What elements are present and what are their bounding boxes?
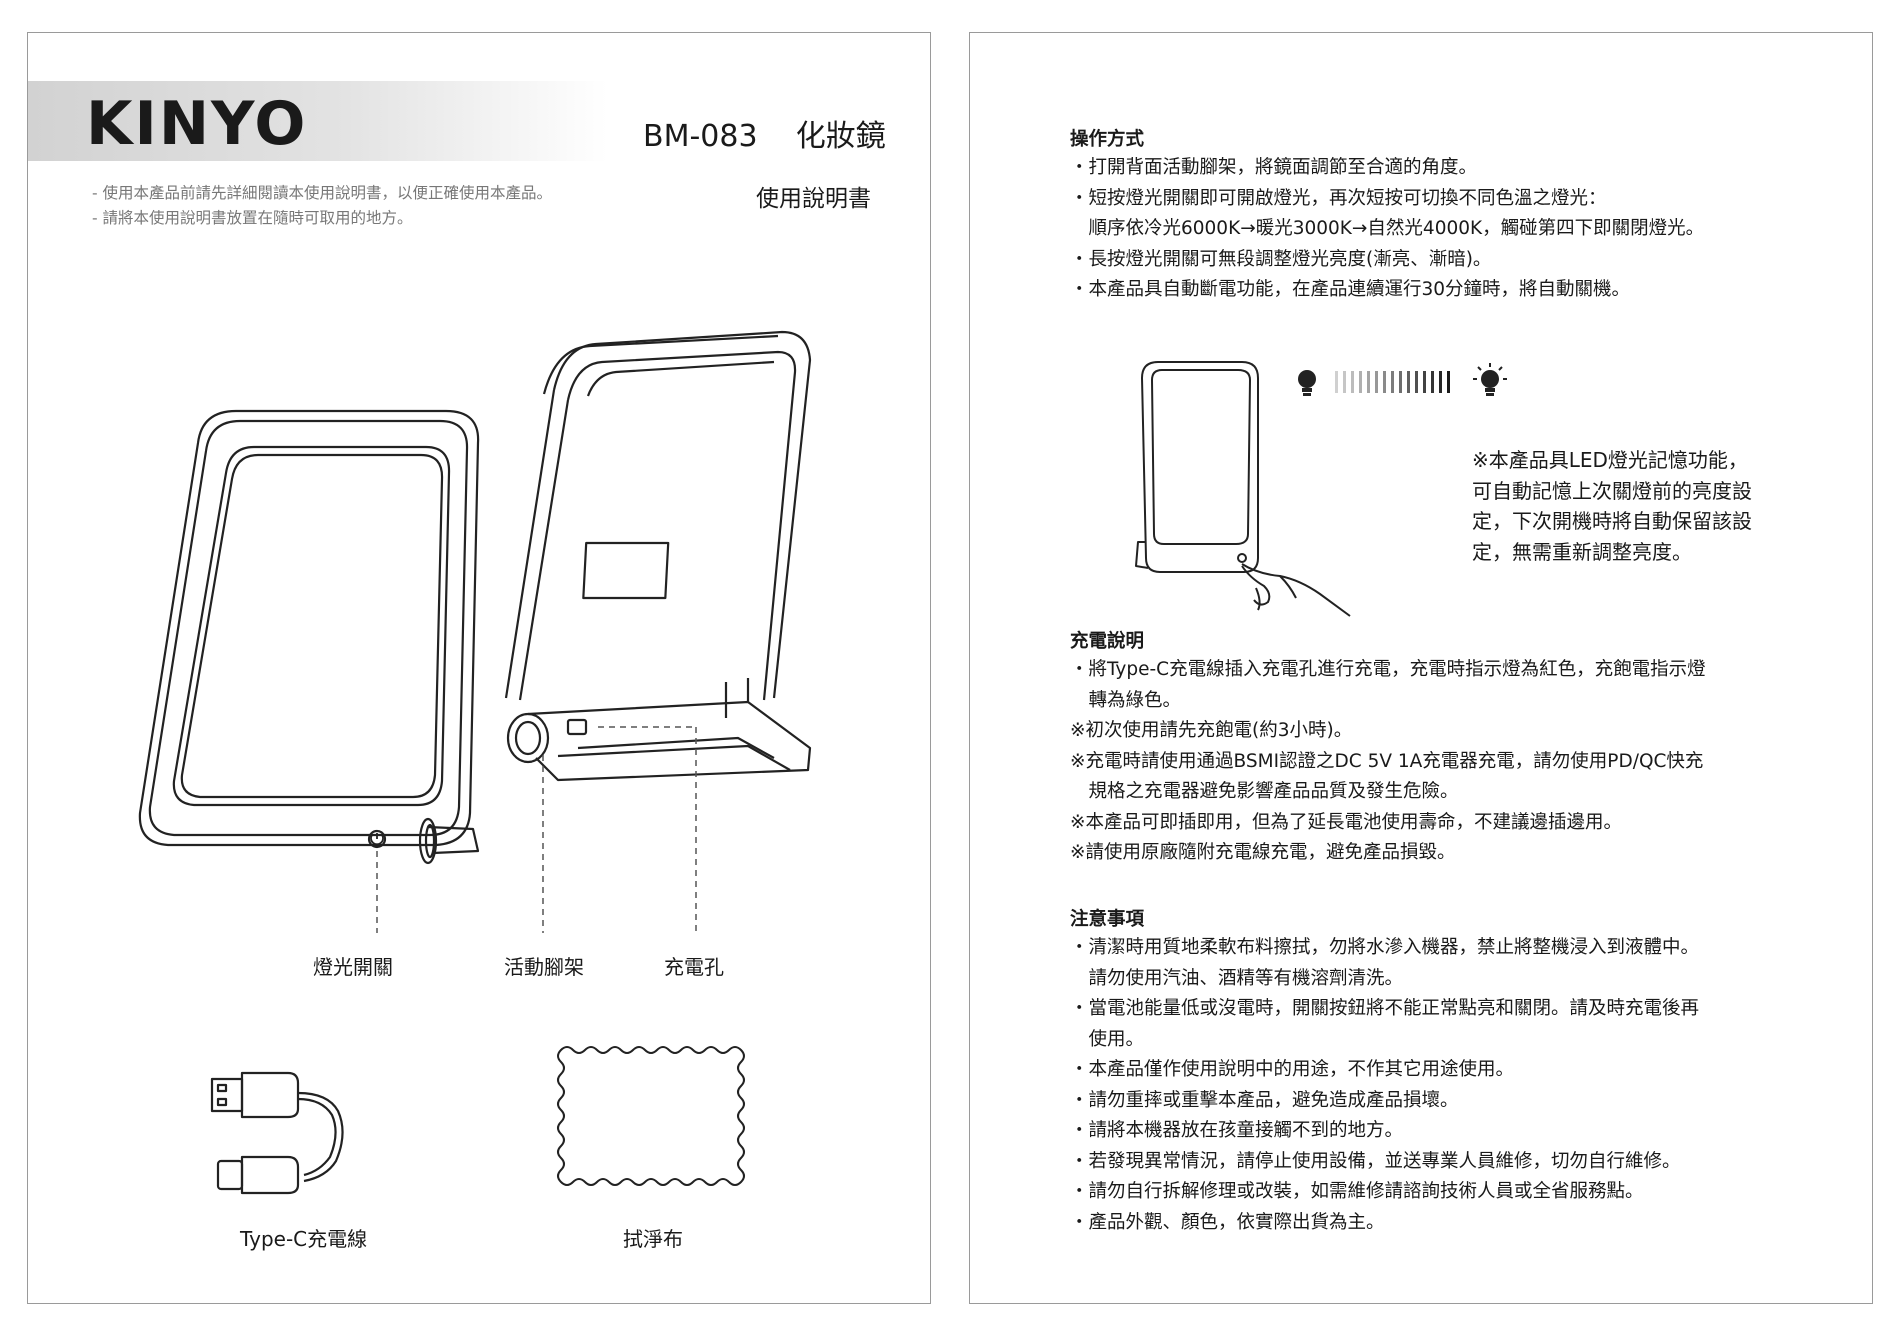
operation-line: ・打開背面活動腳架，將鏡面調節至合適的角度。 <box>1070 157 1478 178</box>
cautions-list: ・清潔時用質地柔軟布料擦拭，勿將水滲入機器，禁止將整機浸入到液體中。 請勿使用汽… <box>1070 933 1810 1238</box>
type-c-cable-illustration <box>210 1071 344 1195</box>
touch-switch-illustration <box>1135 361 1351 617</box>
charging-line: ※初次使用請先充飽電(約3小時)。 <box>1070 720 1353 741</box>
brightness-scale <box>1335 371 1450 393</box>
charging-line: 規格之充電器避免影響產品品質及發生危險。 <box>1070 781 1459 802</box>
memory-note-line: ※本產品具LED燈光記憶功能， <box>1472 448 1748 472</box>
memory-note-line: 可自動記憶上次關燈前的亮度設 <box>1472 478 1752 503</box>
mirror-back-illustration <box>504 330 812 782</box>
manual-label: 使用說明書 <box>756 186 871 212</box>
bright-bulb-icon <box>1473 363 1507 396</box>
charge-port-label: 充電孔 <box>664 955 724 979</box>
model-title: BM-083 化妝鏡 <box>643 111 886 155</box>
note-line: - 請將本使用說明書放置在隨時可取用的地方。 <box>92 209 413 227</box>
caution-line: 請勿使用汽油、酒精等有機溶劑清洗。 <box>1070 967 1404 989</box>
caution-line: ・清潔時用質地柔軟布料擦拭，勿將水滲入機器，禁止將整機浸入到液體中。 <box>1070 937 1700 958</box>
left-page: KINYO BM-083 化妝鏡 使用說明書 - 使用本產品前請先詳細閱讀本使用… <box>27 32 931 1304</box>
cable-label: Type-C充電線 <box>240 1227 368 1251</box>
operation-line: 順序依冷光6000K→暖光3000K→自然光4000K，觸碰第四下即關閉燈光。 <box>1070 218 1705 239</box>
cloth-label: 拭淨布 <box>623 1227 683 1251</box>
caution-line: ・請勿自行拆解修理或改裝，如需維修請諮詢技術人員或全省服務點。 <box>1070 1181 1644 1202</box>
operation-line: ・長按燈光開關可無段調整燈光亮度(漸亮、漸暗)。 <box>1070 248 1492 270</box>
caution-line: ・請勿重摔或重擊本產品，避免造成產品損壞。 <box>1070 1089 1459 1111</box>
operation-title: 操作方式 <box>1070 129 1145 150</box>
charging-line: ・將Type-C充電線插入充電孔進行充電，充電時指示燈為紅色，充飽電指示燈 <box>1070 659 1706 680</box>
dim-bulb-icon <box>1298 370 1316 396</box>
model-number: BM-083 <box>643 119 758 154</box>
caution-line: ・本產品僅作使用說明中的用途，不作其它用途使用。 <box>1070 1059 1515 1080</box>
operation-line: ・短按燈光開關即可開啟燈光，再次短按可切換不同色溫之燈光： <box>1070 187 1607 209</box>
memory-note-line: 定，下次開機時將自動保留該設 <box>1472 509 1752 533</box>
charging-line: ※請使用原廠隨附充電線充電，避免產品損毀。 <box>1070 842 1456 863</box>
stand-label: 活動腳架 <box>504 955 584 979</box>
caution-line: ・當電池能量低或沒電時，開關按鈕將不能正常點亮和關閉。請及時充電後再 <box>1070 998 1700 1019</box>
light-switch-label: 燈光開關 <box>313 955 393 979</box>
cautions-title: 注意事項 <box>1070 909 1145 930</box>
brand-logo: KINYO <box>86 89 308 159</box>
memory-note-line: 定，無需重新調整亮度。 <box>1472 539 1692 564</box>
brightness-indicator <box>1298 363 1507 396</box>
caution-line: ・產品外觀、顏色，依實際出貨為主。 <box>1070 1211 1385 1233</box>
operation-line: ・本產品具自動斷電功能，在產品連續運行30分鐘時，將自動關機。 <box>1070 279 1631 300</box>
caution-line: ・若發現異常情況，請停止使用設備，並送專業人員維修，切勿自行維修。 <box>1070 1150 1681 1172</box>
memory-note: ※本產品具LED燈光記憶功能， 可自動記憶上次關燈前的亮度設 定，下次開機時將自… <box>1472 445 1752 567</box>
header-band <box>28 81 608 161</box>
usage-notes: - 使用本產品前請先詳細閱讀本使用說明書，以便正確使用本產品。 - 請將本使用說… <box>92 181 552 231</box>
note-line: - 使用本產品前請先詳細閱讀本使用說明書，以便正確使用本產品。 <box>92 184 553 202</box>
charging-line: ※本產品可即插即用，但為了延長電池使用壽命，不建議邊插邊用。 <box>1070 811 1623 833</box>
product-name: 化妝鏡 <box>795 119 886 154</box>
caution-line: ・請將本機器放在孩童接觸不到的地方。 <box>1070 1120 1404 1141</box>
right-page: 操作方式 ・打開背面活動腳架，將鏡面調節至合適的角度。 ・短按燈光開關即可開啟燈… <box>969 32 1873 1304</box>
charging-list: ・將Type-C充電線插入充電孔進行充電，充電時指示燈為紅色，充飽電指示燈 轉為… <box>1070 655 1810 869</box>
charging-line: ※充電時請使用通過BSMI認證之DC 5V 1A充電器充電，請勿使用PD/QC快… <box>1070 750 1704 772</box>
charging-title: 充電說明 <box>1070 631 1145 652</box>
operation-list: ・打開背面活動腳架，將鏡面調節至合適的角度。 ・短按燈光開關即可開啟燈光，再次短… <box>1070 153 1810 306</box>
cleaning-cloth-illustration <box>557 1046 745 1186</box>
charging-line: 轉為綠色。 <box>1070 689 1182 711</box>
mirror-front-illustration <box>138 409 480 865</box>
caution-line: 使用。 <box>1070 1028 1145 1050</box>
